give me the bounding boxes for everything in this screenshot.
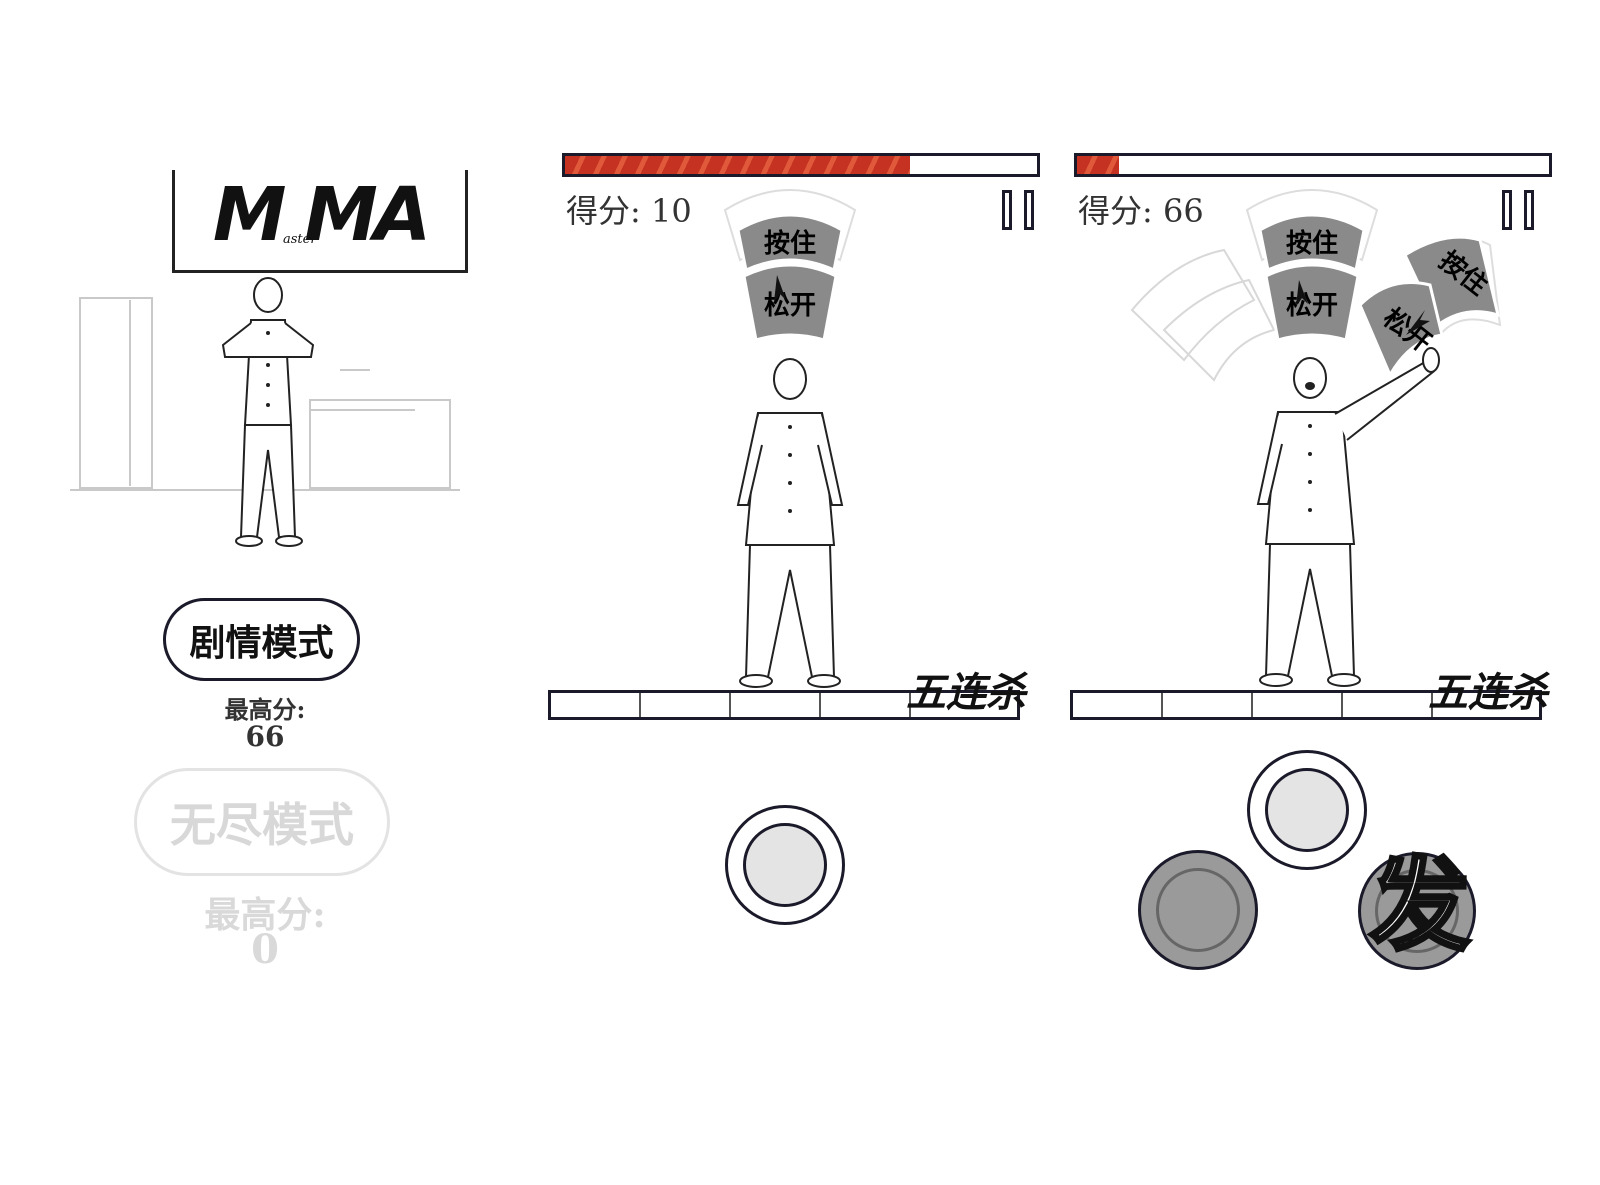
score-label: 得分: 10: [566, 192, 692, 230]
faded-prompt-wedges: [1130, 248, 1276, 382]
gameplay-panel-a: 得分: 10 按住 松开 五连杀: [540, 0, 1060, 1185]
cursor-icon: [1296, 280, 1308, 306]
combo-label: 五连杀: [1428, 670, 1548, 716]
endless-high-score-value: 0: [251, 926, 279, 973]
story-high-score-value: 66: [245, 720, 285, 753]
score-label: 得分: 66: [1078, 192, 1204, 230]
game-logo: M MA aster: [172, 170, 468, 273]
pause-icon[interactable]: [1002, 190, 1038, 234]
menu-panel: M MA aster 剧情模式 最高分: 66 无尽模式 最高分: 0: [0, 0, 520, 1185]
prompt-hold: 按住: [764, 228, 816, 259]
endless-mode-button[interactable]: 无尽模式: [134, 768, 390, 876]
endless-high-score-label: 最高分:: [204, 894, 326, 936]
pause-icon[interactable]: [1502, 190, 1538, 234]
prompt-hold: 按住: [1286, 228, 1338, 259]
health-bar-fill: [1077, 156, 1120, 174]
room-background-sketch: [70, 297, 460, 491]
action-button-left[interactable]: [1138, 850, 1258, 970]
action-button[interactable]: [725, 805, 845, 925]
action-button-top[interactable]: [1247, 750, 1367, 870]
fire-button[interactable]: [1358, 852, 1476, 970]
logo-subtitle: aster: [283, 232, 317, 247]
fire-label: 发: [1368, 844, 1472, 966]
cursor-icon: [1406, 310, 1430, 335]
combo-bar: [548, 690, 1020, 720]
story-mode-button[interactable]: 剧情模式: [163, 598, 360, 681]
health-bar-fill: [565, 156, 910, 174]
combo-label: 五连杀: [906, 670, 1026, 716]
master-figure: [221, 277, 315, 547]
rotated-prompt-wedges: 按住 松开: [1358, 235, 1502, 379]
story-high-score-label: 最高分:: [224, 695, 306, 724]
combo-bar: [1070, 690, 1542, 720]
logo-title: M MA: [212, 172, 431, 258]
prompt-wedges: 按住 松开: [723, 189, 857, 342]
health-bar: [562, 153, 1040, 177]
cursor-icon: [774, 275, 786, 302]
gameplay-panel-b: 得分: 66 按住 松开 按住 松开: [1060, 0, 1600, 1185]
prompt-release: 松开: [1286, 291, 1338, 321]
prompt-release: 松开: [764, 291, 816, 321]
master-figure: [736, 358, 844, 688]
health-bar: [1074, 153, 1552, 177]
prompt-wedges: 按住 松开: [1245, 189, 1379, 342]
master-figure: [1256, 347, 1440, 687]
